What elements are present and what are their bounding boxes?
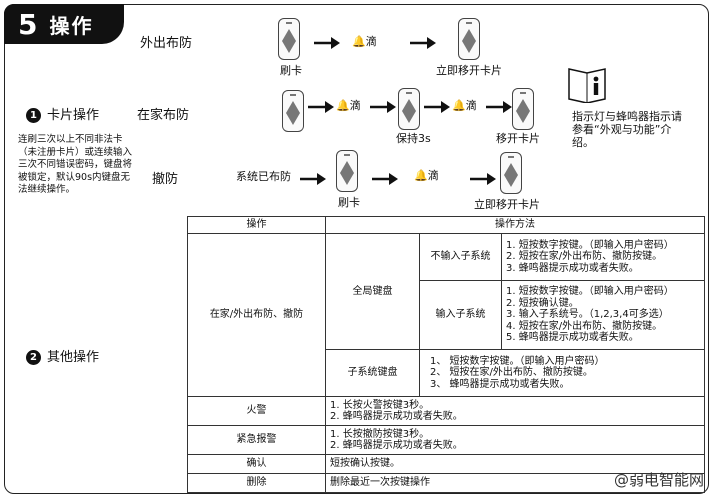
arrow-right-icon	[486, 98, 512, 113]
watermark: @弱电智能网	[613, 471, 704, 489]
remove-card-now-label: 立即移开卡片	[436, 64, 502, 77]
step: 2、 短按在家/外出布防、撤防按键。	[430, 367, 593, 379]
info-note: 指示灯与蜂鸣器指示请参看“外观与功能”介绍。	[572, 110, 682, 149]
section-other-ops: 2 其他操作	[26, 346, 99, 365]
cell-global-keypad: 全局键盘	[325, 233, 420, 350]
cell-fire-steps: 1. 长按火警按键3秒。 2. 蜂鸣器提示成功或者失败。	[325, 396, 705, 426]
step: 3、 蜂鸣器提示成功或者失败。	[430, 378, 570, 390]
step: 1. 短按数字按键。（即输入用户密码）	[506, 239, 674, 251]
beep-indicator: 🔔滴	[336, 97, 361, 113]
cell-delete-steps: 删除最近一次按键操作	[325, 473, 705, 493]
bell-icon: 🔔	[352, 35, 366, 48]
cell-with-subsystem: 输入子系统	[419, 280, 502, 350]
beep-label: 滴	[465, 99, 477, 112]
card-icon	[500, 152, 522, 194]
step: 1、 短按数字按键。（即输入用户密码）	[430, 355, 605, 367]
header-method: 操作方法	[325, 216, 705, 234]
remove-card-label: 移开卡片	[496, 132, 540, 145]
arrow-right-icon	[300, 170, 326, 185]
beep-label: 滴	[427, 169, 439, 182]
table-row: 删除 删除最近一次按键操作	[187, 473, 705, 493]
card-icon	[398, 88, 420, 130]
cell-arm-disarm: 在家/外出布防、撤防	[187, 233, 326, 397]
cell-no-subsystem: 不输入子系统	[419, 233, 502, 281]
cell-with-subsystem-steps: 1. 短按数字按键。（即输入用户密码） 2. 短按确认键。 3. 输入子系统号。…	[501, 280, 705, 350]
bell-icon: 🔔	[452, 99, 466, 112]
section-card-ops-number: 1	[26, 108, 41, 123]
cell-delete: 删除	[187, 473, 326, 493]
card-icon	[458, 18, 480, 60]
section-card-ops-title: 卡片操作	[47, 108, 100, 123]
operations-table: 操作 操作方法 在家/外出布防、撤防 全局键盘 不输入子系统 1. 短按数字按键…	[187, 216, 705, 493]
step: 2. 蜂鸣器提示成功或者失败。	[330, 411, 463, 422]
arrow-right-icon	[372, 170, 398, 185]
cell-confirm: 确认	[187, 454, 326, 474]
step: 1. 长按撤防按键3秒。	[330, 428, 430, 440]
mode-away-label: 外出布防	[140, 36, 193, 51]
system-armed-label: 系统已布防	[236, 170, 291, 183]
page-frame	[4, 4, 709, 494]
section-other-ops-title: 其他操作	[47, 350, 100, 365]
info-book-icon	[567, 63, 607, 104]
table-row: 输入子系统 1. 短按数字按键。（即输入用户密码） 2. 短按确认键。 3. 输…	[188, 280, 705, 350]
mode-disarm-label: 撤防	[152, 172, 179, 187]
cell-emergency: 紧急报警	[187, 425, 326, 455]
cell-fire: 火警	[187, 396, 326, 426]
cell-no-subsystem-steps: 1. 短按数字按键。（即输入用户密码） 2. 短按在家/外出布防、撤防按键。 3…	[501, 233, 705, 281]
cell-emergency-steps: 1. 长按撤防按键3秒。 2. 蜂鸣器提示成功或者失败。	[325, 425, 705, 455]
arrow-right-icon	[424, 98, 450, 113]
arrow-right-icon	[470, 170, 496, 185]
step: 1. 长按火警按键3秒。	[330, 399, 430, 411]
step: 2. 蜂鸣器提示成功或者失败。	[330, 440, 463, 451]
card-icon	[336, 150, 358, 192]
section-header: 5 操作	[4, 4, 124, 44]
step: 3. 蜂鸣器提示成功或者失败。	[506, 262, 639, 274]
table-header-row: 操作 操作方法	[187, 216, 705, 234]
section-other-ops-number: 2	[26, 350, 41, 365]
section-number: 5	[18, 7, 38, 41]
card-icon	[282, 90, 304, 132]
step: 3. 输入子系统号。（1,2,3,4可多选）	[506, 309, 669, 321]
bell-icon: 🔔	[414, 169, 428, 182]
arrow-right-icon	[410, 34, 436, 49]
table-row: 紧急报警 1. 长按撤防按键3秒。 2. 蜂鸣器提示成功或者失败。	[187, 425, 705, 455]
table-row: 火警 1. 长按火警按键3秒。 2. 蜂鸣器提示成功或者失败。	[187, 396, 705, 426]
arrow-right-icon	[370, 98, 396, 113]
arrow-right-icon	[308, 98, 334, 113]
lockout-note: 连刷三次以上不同非法卡（未注册卡片）或连续输入三次不同错误密码，键盘将被锁定，默…	[18, 134, 133, 195]
card-icon	[278, 18, 300, 60]
header-operation: 操作	[187, 216, 326, 234]
beep-label: 滴	[365, 35, 377, 48]
section-title: 操作	[49, 13, 94, 38]
table-row: 在家/外出布防、撤防 全局键盘 不输入子系统 1. 短按数字按键。（即输入用户密…	[187, 233, 705, 397]
swipe-card-label: 刷卡	[338, 196, 360, 209]
bell-icon: 🔔	[336, 99, 350, 112]
hold-3s-label: 保持3s	[396, 132, 431, 145]
swipe-card-label: 刷卡	[280, 64, 302, 77]
cell-subsystem-keypad: 子系统键盘	[325, 349, 420, 397]
table-row: 确认 短按确认按键。	[187, 454, 705, 474]
step: 2. 短按确认键。	[506, 297, 579, 309]
remove-card-now-label: 立即移开卡片	[474, 198, 540, 211]
card-icon	[512, 88, 534, 130]
section-card-ops: 1 卡片操作	[26, 104, 99, 123]
mode-home-label: 在家布防	[137, 108, 190, 123]
beep-indicator: 🔔滴	[452, 97, 477, 113]
beep-indicator: 🔔滴	[414, 167, 439, 183]
arrow-right-icon	[314, 34, 340, 49]
step: 2. 短按在家/外出布防、撤防按键。	[506, 251, 663, 263]
cell-subsystem-keypad-steps: 1、 短按数字按键。（即输入用户密码） 2、 短按在家/外出布防、撤防按键。 3…	[419, 349, 705, 397]
step: 5. 蜂鸣器提示成功或者失败。	[506, 332, 639, 344]
step: 4. 短按在家/外出布防、撤防按键。	[506, 320, 663, 332]
step: 1. 短按数字按键。（即输入用户密码）	[506, 286, 674, 298]
beep-indicator: 🔔滴	[352, 33, 377, 49]
beep-label: 滴	[349, 99, 361, 112]
